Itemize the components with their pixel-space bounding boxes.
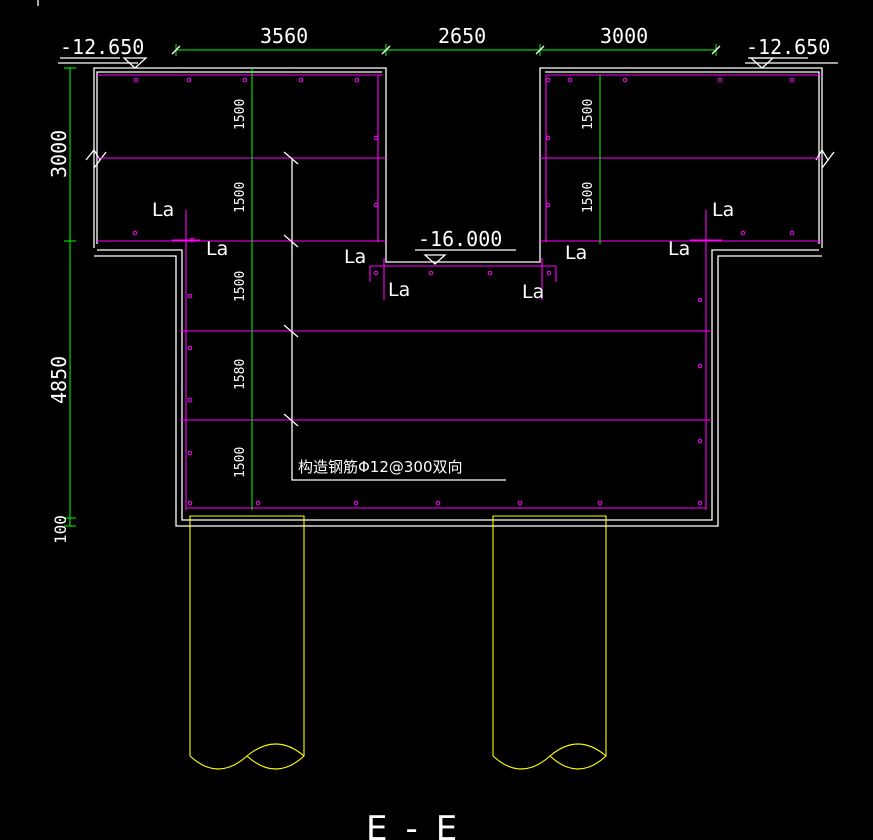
spacing-6: 1500 xyxy=(581,99,596,130)
dim-left-2: 4850 xyxy=(47,356,71,404)
spacing-2: 1500 xyxy=(233,182,248,213)
dim-top-3: 3000 xyxy=(600,24,648,48)
la-label-2: La xyxy=(206,238,228,260)
la-label-3: La xyxy=(344,246,366,268)
dim-left-3: 100 xyxy=(51,515,70,544)
pile-right xyxy=(492,515,607,770)
concrete-outline xyxy=(37,0,838,527)
la-label-1: La xyxy=(152,199,174,221)
rebar-lines xyxy=(97,74,822,510)
elevation-left: -12.650 xyxy=(60,35,144,59)
spacing-5: 1500 xyxy=(233,447,248,478)
la-label-7: La xyxy=(668,238,690,260)
rebar-dots xyxy=(132,77,795,506)
spacing-7: 1500 xyxy=(581,182,596,213)
rebar-note: 构造钢筋Φ12@300双向 xyxy=(298,458,463,476)
la-label-4: La xyxy=(388,279,410,301)
dimension-ticks xyxy=(171,45,721,427)
la-label-6: La xyxy=(565,242,587,264)
dim-left-1: 3000 xyxy=(47,130,71,178)
spacing-1: 1500 xyxy=(233,99,248,130)
dim-top-1: 3560 xyxy=(260,24,308,48)
elevation-pit: -16.000 xyxy=(418,227,502,251)
spacing-3: 1500 xyxy=(233,271,248,302)
spacing-4: 1580 xyxy=(233,359,248,390)
dim-top-2: 2650 xyxy=(438,24,486,48)
la-label-8: La xyxy=(712,199,734,221)
dimension-lines xyxy=(64,44,717,527)
section-title: E-E xyxy=(366,809,475,840)
pile-left xyxy=(189,515,305,770)
la-label-5: La xyxy=(522,281,544,303)
elevation-right: -12.650 xyxy=(746,35,830,59)
